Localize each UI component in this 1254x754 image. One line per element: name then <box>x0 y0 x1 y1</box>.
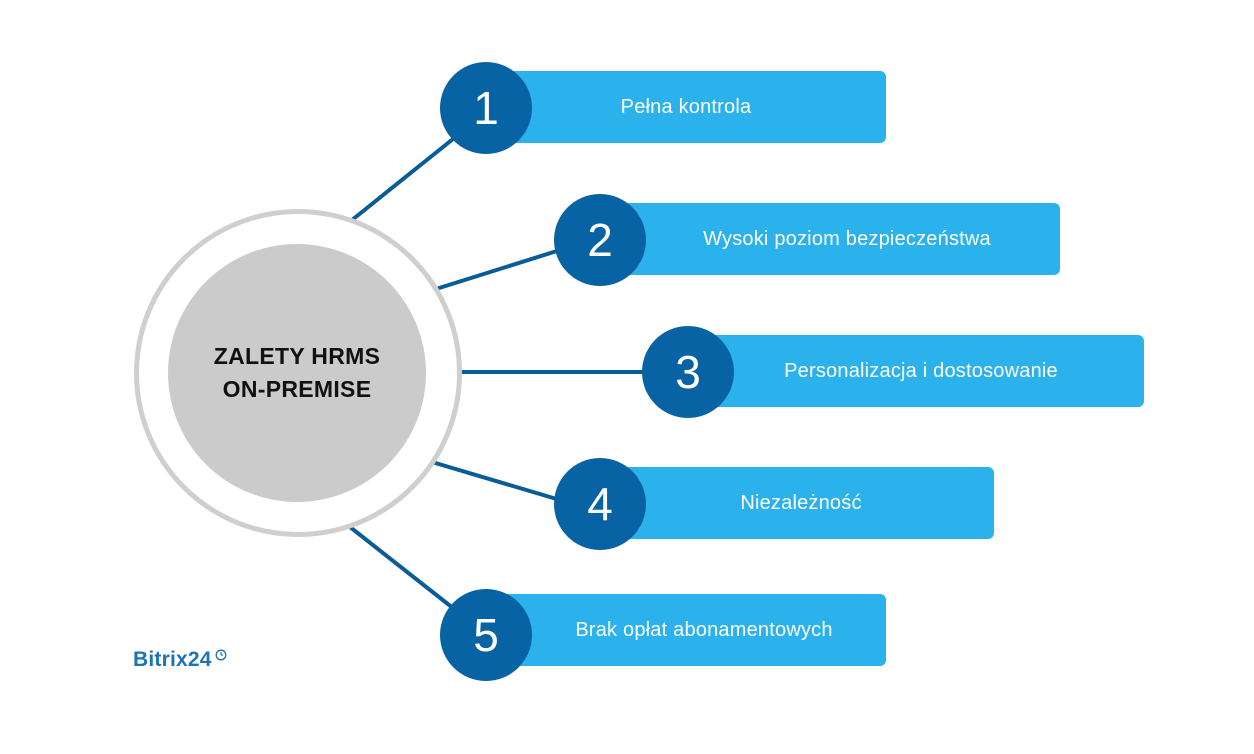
connector-line-1 <box>350 133 460 222</box>
item-bar-2: Wysoki poziom bezpieczeństwa <box>600 203 1060 275</box>
connector-line-2 <box>434 248 562 291</box>
clock-icon <box>215 648 227 666</box>
item-number-1: 1 <box>473 82 499 134</box>
item-label-3: Personalizacja i dostosowanie <box>784 359 1058 382</box>
item-badge-1: 1 <box>440 62 532 154</box>
hub-circle: ZALETY HRMS ON-PREMISE <box>168 244 426 502</box>
item-number-4: 4 <box>587 478 613 530</box>
logo-text: Bitrix24 <box>133 648 212 671</box>
item-label-2: Wysoki poziom bezpieczeństwa <box>703 227 991 250</box>
item-badge-5: 5 <box>440 589 532 681</box>
item-bar-4: Niezależność <box>600 467 994 539</box>
connector-line-4 <box>430 460 562 502</box>
item-number-2: 2 <box>587 214 613 266</box>
item-number-3: 3 <box>675 346 701 398</box>
item-bar-1: Pełna kontrola <box>486 71 886 143</box>
bitrix24-logo: Bitrix24 <box>133 648 227 672</box>
connector-line-5 <box>348 525 460 614</box>
item-bar-3: Personalizacja i dostosowanie <box>688 335 1144 407</box>
item-label-4: Niezależność <box>740 491 862 514</box>
item-badge-3: 3 <box>642 326 734 418</box>
item-label-5: Brak opłat abonamentowych <box>575 618 833 641</box>
item-number-5: 5 <box>473 609 499 661</box>
item-badge-4: 4 <box>554 458 646 550</box>
item-label-1: Pełna kontrola <box>620 95 752 118</box>
item-badge-2: 2 <box>554 194 646 286</box>
item-bar-5: Brak opłat abonamentowych <box>486 594 886 666</box>
hub-title: ZALETY HRMS ON-PREMISE <box>213 343 381 402</box>
